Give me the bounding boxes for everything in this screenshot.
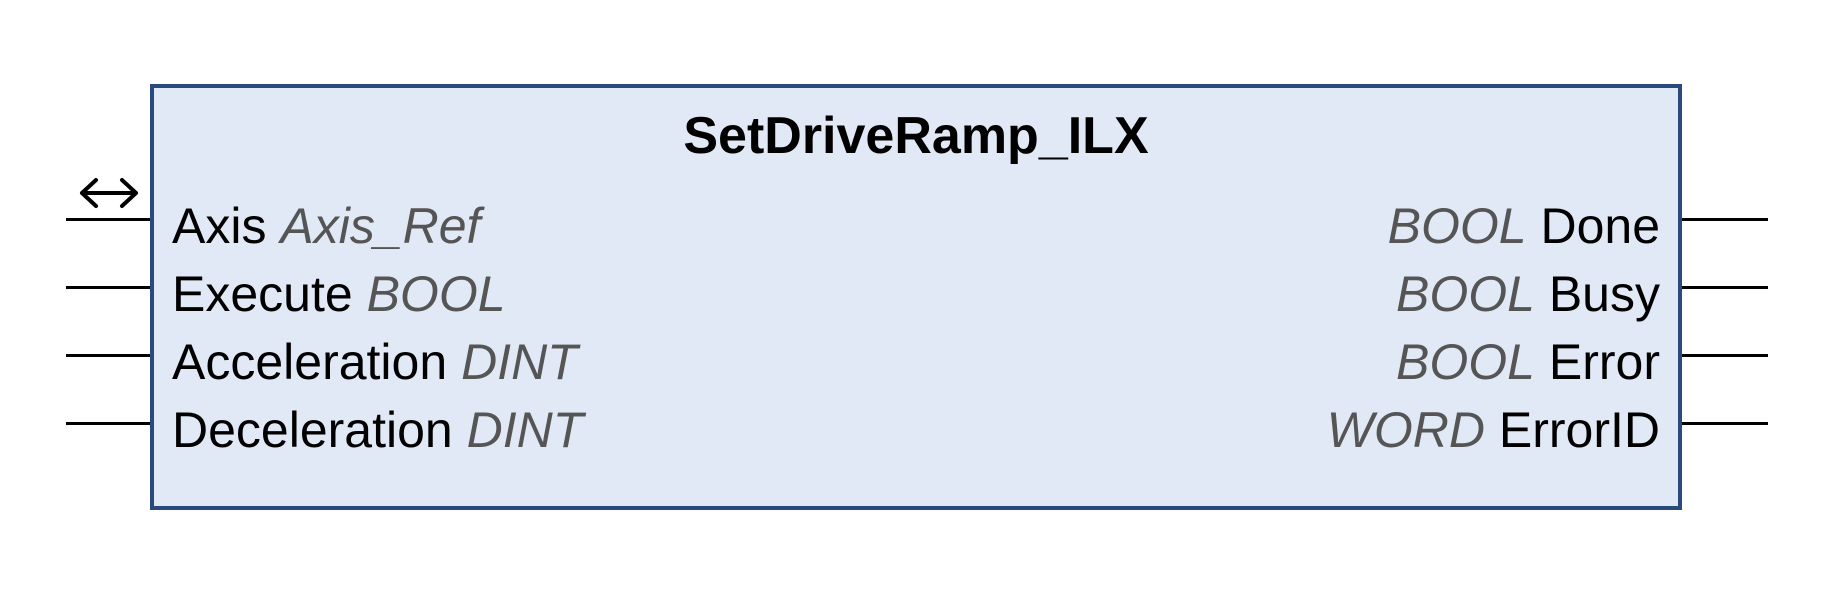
input-line-deceleration[interactable] <box>66 422 152 425</box>
input-pin-acceleration: Acceleration DINT <box>172 337 578 387</box>
pin-name: Error <box>1548 334 1660 390</box>
output-pin-done: BOOL Done <box>1388 201 1660 251</box>
input-line-execute[interactable] <box>66 286 152 289</box>
output-pin-busy: BOOL Busy <box>1396 269 1660 319</box>
bidirectional-arrow-icon <box>80 178 138 208</box>
input-pin-deceleration: Deceleration DINT <box>172 405 583 455</box>
pin-type: BOOL <box>1396 334 1535 390</box>
output-line-error[interactable] <box>1680 354 1768 357</box>
pin-type: BOOL <box>1395 266 1535 322</box>
pin-name: Busy <box>1548 266 1660 322</box>
pin-name: Deceleration <box>172 402 453 458</box>
pin-type: Axis_Ref <box>280 198 481 254</box>
output-line-busy[interactable] <box>1680 286 1768 289</box>
pin-type: BOOL <box>366 266 506 322</box>
output-pin-errorid: WORD ErrorID <box>1327 405 1660 455</box>
pin-type: BOOL <box>1387 198 1527 254</box>
input-pin-axis: Axis Axis_Ref <box>172 201 480 251</box>
pin-type: DINT <box>461 334 578 390</box>
pin-name: Execute <box>172 266 353 322</box>
output-line-errorid[interactable] <box>1680 422 1768 425</box>
pin-name: Acceleration <box>172 334 448 390</box>
function-block[interactable]: SetDriveRamp_ILX Axis Axis_Ref Execute B… <box>150 84 1682 510</box>
input-line-axis[interactable] <box>66 218 152 221</box>
pin-name: Axis <box>172 198 267 254</box>
pin-name: ErrorID <box>1498 402 1660 458</box>
pin-type: DINT <box>466 402 584 458</box>
input-pin-execute: Execute BOOL <box>172 269 506 319</box>
block-title: SetDriveRamp_ILX <box>683 107 1149 165</box>
pin-type: WORD <box>1326 402 1485 458</box>
input-line-acceleration[interactable] <box>66 354 152 357</box>
output-line-done[interactable] <box>1680 218 1768 221</box>
output-pin-error: BOOL Error <box>1396 337 1660 387</box>
pin-name: Done <box>1540 198 1660 254</box>
